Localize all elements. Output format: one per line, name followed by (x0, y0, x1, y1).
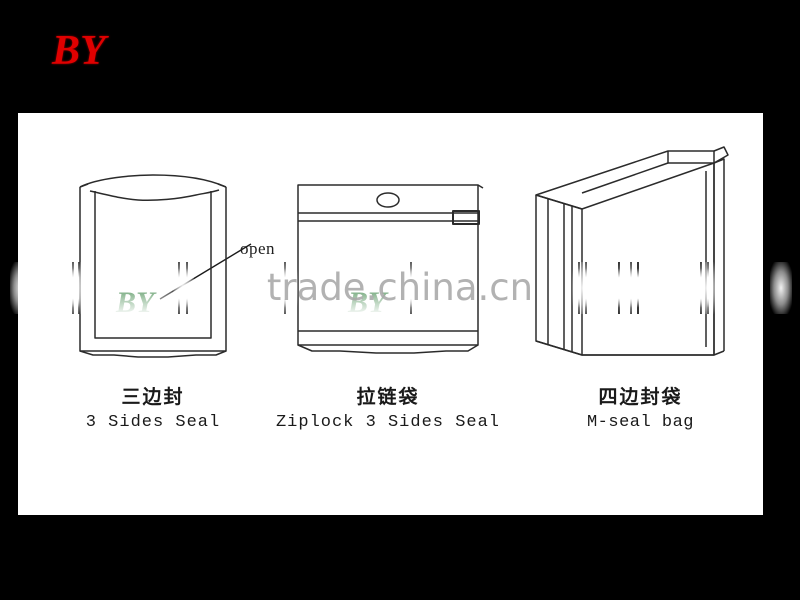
bag-item-m-seal-bag: 四边封袋 M-seal bag (518, 113, 763, 515)
m-seal-caption: 四边封袋 M-seal bag (518, 385, 763, 434)
caption-cn-ziplock: 拉链袋 (356, 386, 420, 408)
bag-item-ziplock-three-sides-seal: 拉链袋 Ziplock 3 Sides Seal (268, 113, 508, 515)
caption-en-ziplock: Ziplock 3 Sides Seal (275, 413, 501, 432)
watermark-blur-streak (770, 262, 792, 314)
three-sides-seal-diagram (38, 133, 268, 383)
ziplock-caption: 拉链袋 Ziplock 3 Sides Seal (268, 385, 508, 434)
caption-cn-m-seal: 四边封袋 (598, 386, 683, 408)
ziplock-pouch-diagram (268, 133, 508, 383)
caption-en-m-seal: M-seal bag (586, 413, 695, 432)
bag-item-three-sides-seal: 三边封 3 Sides Seal (38, 113, 268, 515)
illustration-panel: open (18, 113, 763, 515)
caption-en-three-sides-seal: 3 Sides Seal (85, 413, 221, 432)
m-seal-bag-diagram (518, 133, 763, 383)
caption-cn-three-sides-seal: 三边封 (121, 386, 185, 408)
open-label: open (240, 239, 276, 258)
three-sides-seal-caption: 三边封 3 Sides Seal (38, 385, 268, 434)
brand-logo: BY (52, 28, 106, 74)
